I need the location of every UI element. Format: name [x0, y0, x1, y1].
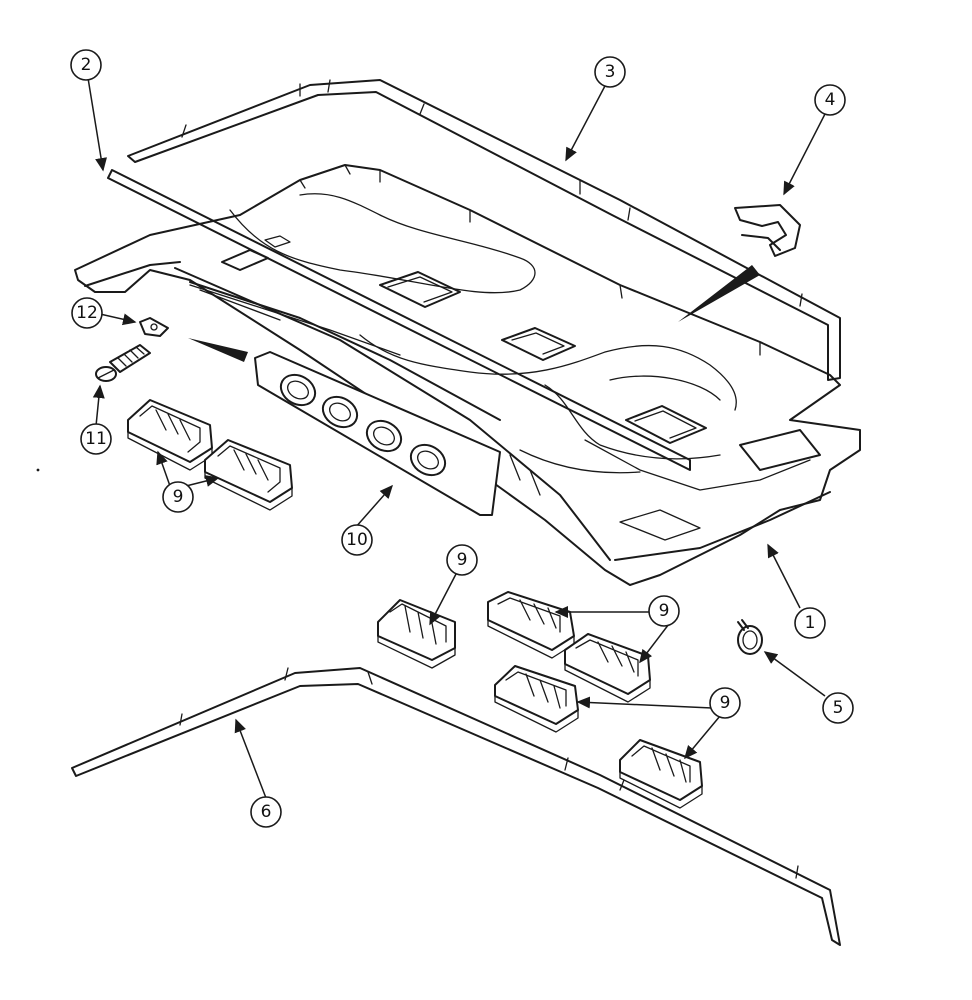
callout-9-right-lower-label: 9	[720, 693, 731, 713]
part-3-rear-seal	[127, 79, 841, 381]
part-12-clip-nut	[139, 317, 169, 337]
callout-9-right-lower: 9	[709, 687, 741, 719]
callout-11: 11	[80, 423, 112, 455]
callout-11-label: 11	[85, 429, 107, 449]
part-4-clip	[734, 204, 801, 257]
part-9-vent-right-c	[494, 665, 579, 733]
callout-9-right-upper-label: 9	[659, 601, 670, 621]
callout-5: 5	[822, 692, 854, 724]
callout-9-center: 9	[446, 544, 478, 576]
callout-9-right-upper: 9	[648, 595, 680, 627]
callout-6-label: 6	[261, 802, 272, 822]
callout-9-center-label: 9	[457, 550, 468, 570]
part-10-vent-panel	[254, 351, 501, 516]
arrow-wedge-4	[678, 265, 760, 322]
part-5-hose-clamp	[737, 619, 763, 655]
callout-9-left-label: 9	[173, 487, 184, 507]
callout-12: 12	[71, 297, 103, 329]
part-9-vent-left-b	[204, 439, 293, 511]
callout-1: 1	[794, 607, 826, 639]
part-9-vent-right-b	[564, 633, 651, 703]
arrow-wedge-10	[188, 338, 248, 362]
part-9-vent-right-a	[487, 591, 575, 659]
part-11-screw	[95, 344, 151, 382]
callout-4-label: 4	[825, 90, 836, 110]
callout-10-label: 10	[346, 530, 368, 550]
leader-lines	[87, 77, 826, 799]
callout-12-label: 12	[76, 303, 98, 323]
callout-4: 4	[814, 84, 846, 116]
callout-2-label: 2	[81, 55, 92, 75]
callout-2: 2	[70, 49, 102, 81]
callout-3-label: 3	[605, 62, 616, 82]
callout-3: 3	[594, 56, 626, 88]
stray-mark	[36, 468, 40, 472]
callout-9-left: 9	[162, 481, 194, 513]
part-9-vent-right-d	[619, 739, 703, 809]
callout-10: 10	[341, 524, 373, 556]
part-6-front-seal	[71, 667, 841, 946]
callout-1-label: 1	[805, 613, 816, 633]
part-2-strip	[107, 169, 691, 471]
part-9-vent-left-a	[127, 399, 213, 471]
callout-6: 6	[250, 796, 282, 828]
part-1-panel-assembly	[74, 164, 861, 586]
part-9-vent-center	[377, 599, 456, 669]
callout-5-label: 5	[833, 698, 844, 718]
